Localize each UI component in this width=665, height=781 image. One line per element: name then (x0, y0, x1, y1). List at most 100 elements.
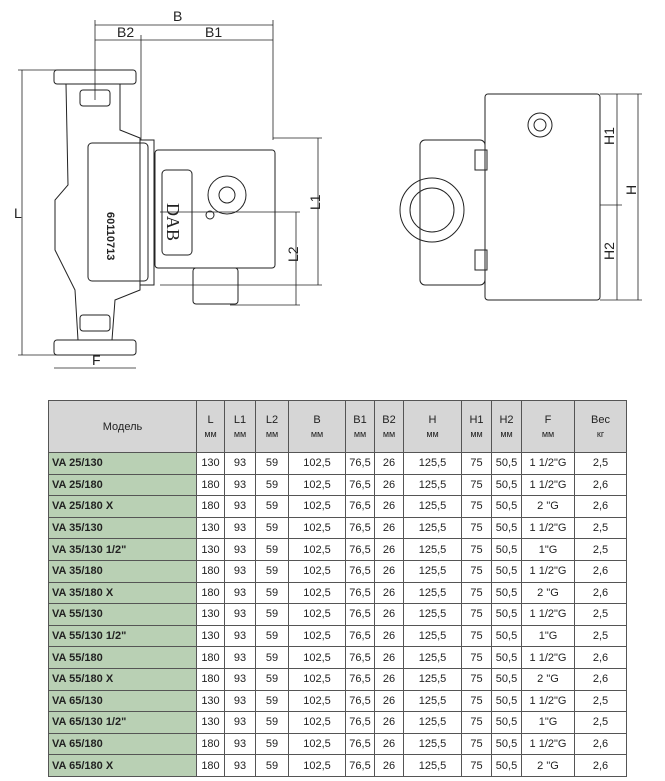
value-cell: 130 (196, 538, 225, 561)
value-cell: 76,5 (345, 495, 375, 518)
value-cell: 125,5 (403, 711, 462, 734)
value-cell: 59 (255, 711, 289, 734)
value-cell: 102,5 (288, 538, 346, 561)
value-cell: 2 "G (521, 754, 575, 777)
value-cell: 2,5 (574, 603, 627, 626)
value-cell: 75 (461, 689, 492, 713)
value-cell: 2,5 (574, 516, 627, 540)
value-cell: 2,5 (574, 689, 627, 713)
value-cell: 75 (461, 754, 492, 777)
value-cell: 2,6 (574, 559, 627, 583)
value-cell: 75 (461, 646, 492, 669)
value-cell: 76,5 (345, 732, 375, 756)
value-cell: 102,5 (288, 473, 346, 497)
value-cell: 75 (461, 473, 492, 497)
value-cell: 125,5 (403, 516, 462, 540)
value-cell: 75 (461, 732, 492, 756)
value-cell: 102,5 (288, 516, 346, 540)
value-cell: 75 (461, 624, 492, 648)
model-cell: VA 65/130 (48, 689, 197, 713)
value-cell: 75 (461, 495, 492, 518)
value-cell: 1"G (521, 538, 575, 561)
value-cell: 93 (224, 689, 256, 713)
value-cell: 93 (224, 667, 256, 691)
column-unit: мм (382, 428, 396, 439)
value-cell: 50,5 (491, 516, 522, 540)
value-cell: 93 (224, 473, 256, 497)
value-cell: 125,5 (403, 689, 462, 713)
label-l1: L1 (307, 194, 323, 210)
value-cell: 26 (374, 646, 404, 669)
value-cell: 26 (374, 473, 404, 497)
value-cell: 102,5 (288, 732, 346, 756)
column-unit: мм (470, 428, 483, 439)
value-cell: 50,5 (491, 538, 522, 561)
value-cell: 102,5 (288, 603, 346, 626)
value-cell: 59 (255, 667, 289, 691)
value-cell: 75 (461, 711, 492, 734)
label-b1: B1 (205, 24, 222, 40)
value-cell: 26 (374, 559, 404, 583)
value-cell: 75 (461, 538, 492, 561)
value-cell: 50,5 (491, 689, 522, 713)
value-cell: 76,5 (345, 754, 375, 777)
value-cell: 26 (374, 732, 404, 756)
value-cell: 50,5 (491, 624, 522, 648)
value-cell: 75 (461, 667, 492, 691)
label-l2: L2 (285, 246, 301, 262)
value-cell: 93 (224, 452, 256, 475)
value-cell: 1 1/2"G (521, 452, 575, 475)
value-cell: 26 (374, 624, 404, 648)
value-cell: 93 (224, 495, 256, 518)
value-cell: 93 (224, 516, 256, 540)
value-cell: 102,5 (288, 559, 346, 583)
value-cell: 102,5 (288, 646, 346, 669)
pump-side-view: DAB 60110713 (53, 69, 276, 356)
value-cell: 50,5 (491, 754, 522, 777)
value-cell: 26 (374, 538, 404, 561)
value-cell: 102,5 (288, 689, 346, 713)
value-cell: 59 (255, 624, 289, 648)
value-cell: 76,5 (345, 538, 375, 561)
value-cell: 130 (196, 711, 225, 734)
value-cell: 1 1/2"G (521, 646, 575, 669)
value-cell: 50,5 (491, 473, 522, 497)
value-cell: 102,5 (288, 495, 346, 518)
value-cell: 2,5 (574, 452, 627, 475)
value-cell: 76,5 (345, 624, 375, 648)
column-unit: мм (426, 428, 439, 439)
value-cell: 130 (196, 689, 225, 713)
label-b: B (173, 8, 182, 24)
value-cell: 125,5 (403, 624, 462, 648)
dimension-lines (18, 20, 642, 369)
value-cell: 76,5 (345, 516, 375, 540)
value-cell: 2,6 (574, 646, 627, 669)
value-cell: 2 "G (521, 581, 575, 605)
value-cell: 180 (196, 754, 225, 777)
value-cell: 2 "G (521, 667, 575, 691)
value-cell: 26 (374, 452, 404, 475)
value-cell: 59 (255, 516, 289, 540)
value-cell: 130 (196, 624, 225, 648)
value-cell: 26 (374, 581, 404, 605)
model-cell: VA 55/130 (48, 603, 197, 626)
column-name: H1 (469, 413, 484, 426)
value-cell: 125,5 (403, 667, 462, 691)
value-cell: 130 (196, 603, 225, 626)
column-name: L2 (265, 413, 279, 426)
column-header: H1 мм (461, 400, 492, 453)
